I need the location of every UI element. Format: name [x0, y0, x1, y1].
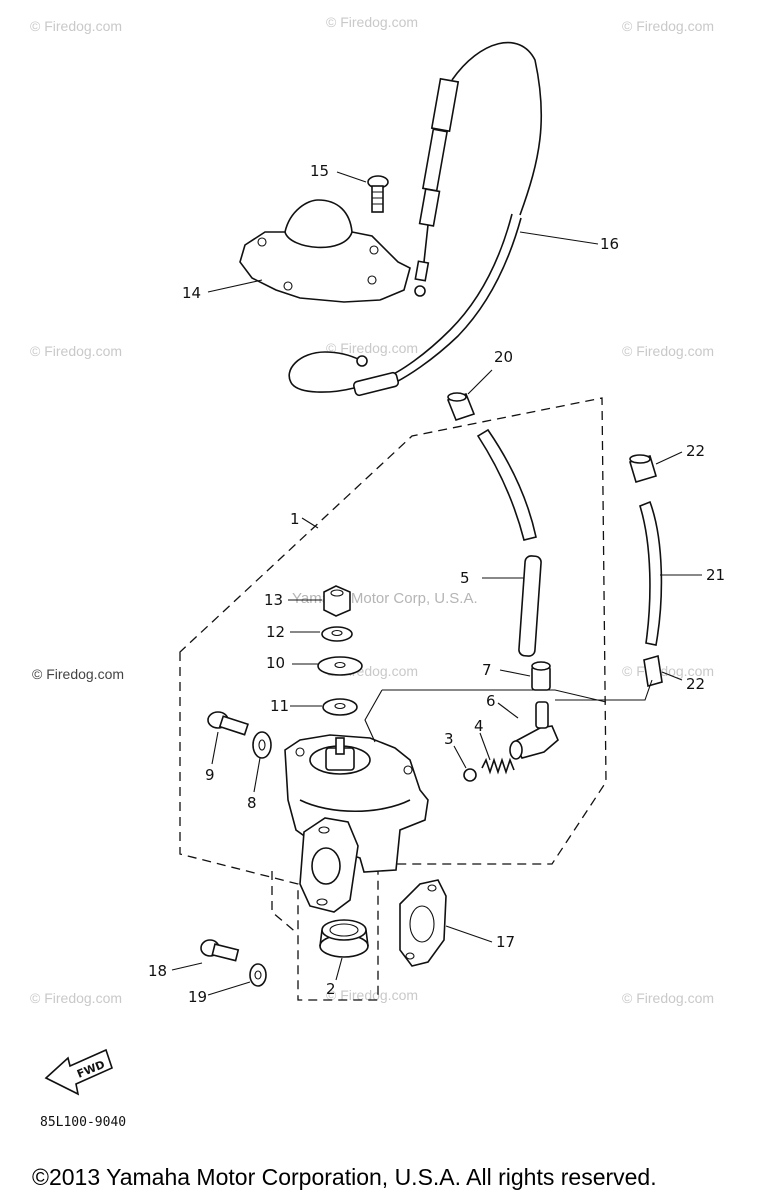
assembly-outline [179, 397, 607, 1001]
corp-watermark: Yamaha Motor Corp, U.S.A. [292, 590, 478, 607]
forward-direction-arrow: FWD [44, 1048, 113, 1096]
callout-number: 12 [266, 623, 285, 641]
callout-number: 5 [460, 569, 470, 587]
nut-13 [323, 585, 351, 617]
washer-10 [317, 656, 363, 676]
copyright-notice: ©2013 Yamaha Motor Corporation, U.S.A. A… [32, 1164, 657, 1190]
washer-8 [252, 731, 272, 759]
callout-number: 18 [148, 962, 167, 980]
diagram-code: 85L100-9040 [40, 1115, 126, 1130]
leader-line [555, 679, 653, 701]
bolt-18 [200, 939, 240, 962]
control-cable [288, 41, 543, 397]
hose-clip-20 [446, 392, 476, 421]
gasket-17 [399, 879, 447, 967]
hose-21 [639, 500, 663, 646]
watermark: © Firedog.com [32, 666, 124, 682]
pump-body [284, 689, 607, 913]
callout-number: 6 [486, 692, 496, 710]
watermark: © Firedog.com [622, 343, 714, 359]
oil-seal-2 [319, 919, 369, 958]
callout-number: 19 [188, 988, 207, 1006]
callout-number: 21 [706, 566, 725, 584]
callout-number: 13 [264, 591, 283, 609]
callout-number: 9 [205, 766, 215, 784]
washer-12 [321, 626, 353, 642]
watermark: © Firedog.com [30, 990, 122, 1006]
callout-number: 1 [290, 510, 300, 528]
pump-cover [239, 199, 411, 303]
callout-number: 10 [266, 654, 285, 672]
watermark: © Firedog.com [326, 340, 418, 356]
leader-lines [171, 171, 702, 996]
bolt-9 [207, 711, 249, 736]
check-ball-3 [463, 768, 477, 782]
cover-screw [367, 175, 389, 213]
callout-number: 14 [182, 284, 201, 302]
watermark: © Firedog.com [326, 14, 418, 30]
watermark: © Firedog.com [30, 18, 122, 34]
watermark: © Firedog.com [326, 987, 418, 1003]
watermark: © Firedog.com [622, 990, 714, 1006]
connector-7 [531, 661, 551, 691]
callout-number: 17 [496, 933, 515, 951]
callout-number: 16 [600, 235, 619, 253]
watermark: © Firedog.com [622, 18, 714, 34]
callout-number: 3 [444, 730, 454, 748]
assembly-outline [271, 871, 299, 935]
callout-number: 15 [310, 162, 329, 180]
callout-number: 4 [474, 717, 484, 735]
spring-4 [481, 757, 515, 775]
callout-number: 11 [270, 697, 289, 715]
callout-number: 22 [686, 442, 705, 460]
callout-number: 2 [326, 980, 336, 998]
callout-number: 8 [247, 794, 257, 812]
washer-19 [249, 963, 267, 987]
hose-5 [476, 428, 542, 657]
washer-11 [322, 698, 358, 716]
hose-clip-22 [629, 454, 657, 483]
callout-number: 7 [482, 661, 492, 679]
hose-clip-22 [643, 654, 663, 688]
elbow-fitting-6 [509, 701, 559, 760]
watermark: © Firedog.com [30, 343, 122, 359]
callout-number: 22 [686, 675, 705, 693]
callout-number: 20 [494, 348, 513, 366]
callout-labels: 1 2 3 4 5 6 7 8 9 10 11 12 13 14 15 16 1… [148, 162, 725, 1006]
